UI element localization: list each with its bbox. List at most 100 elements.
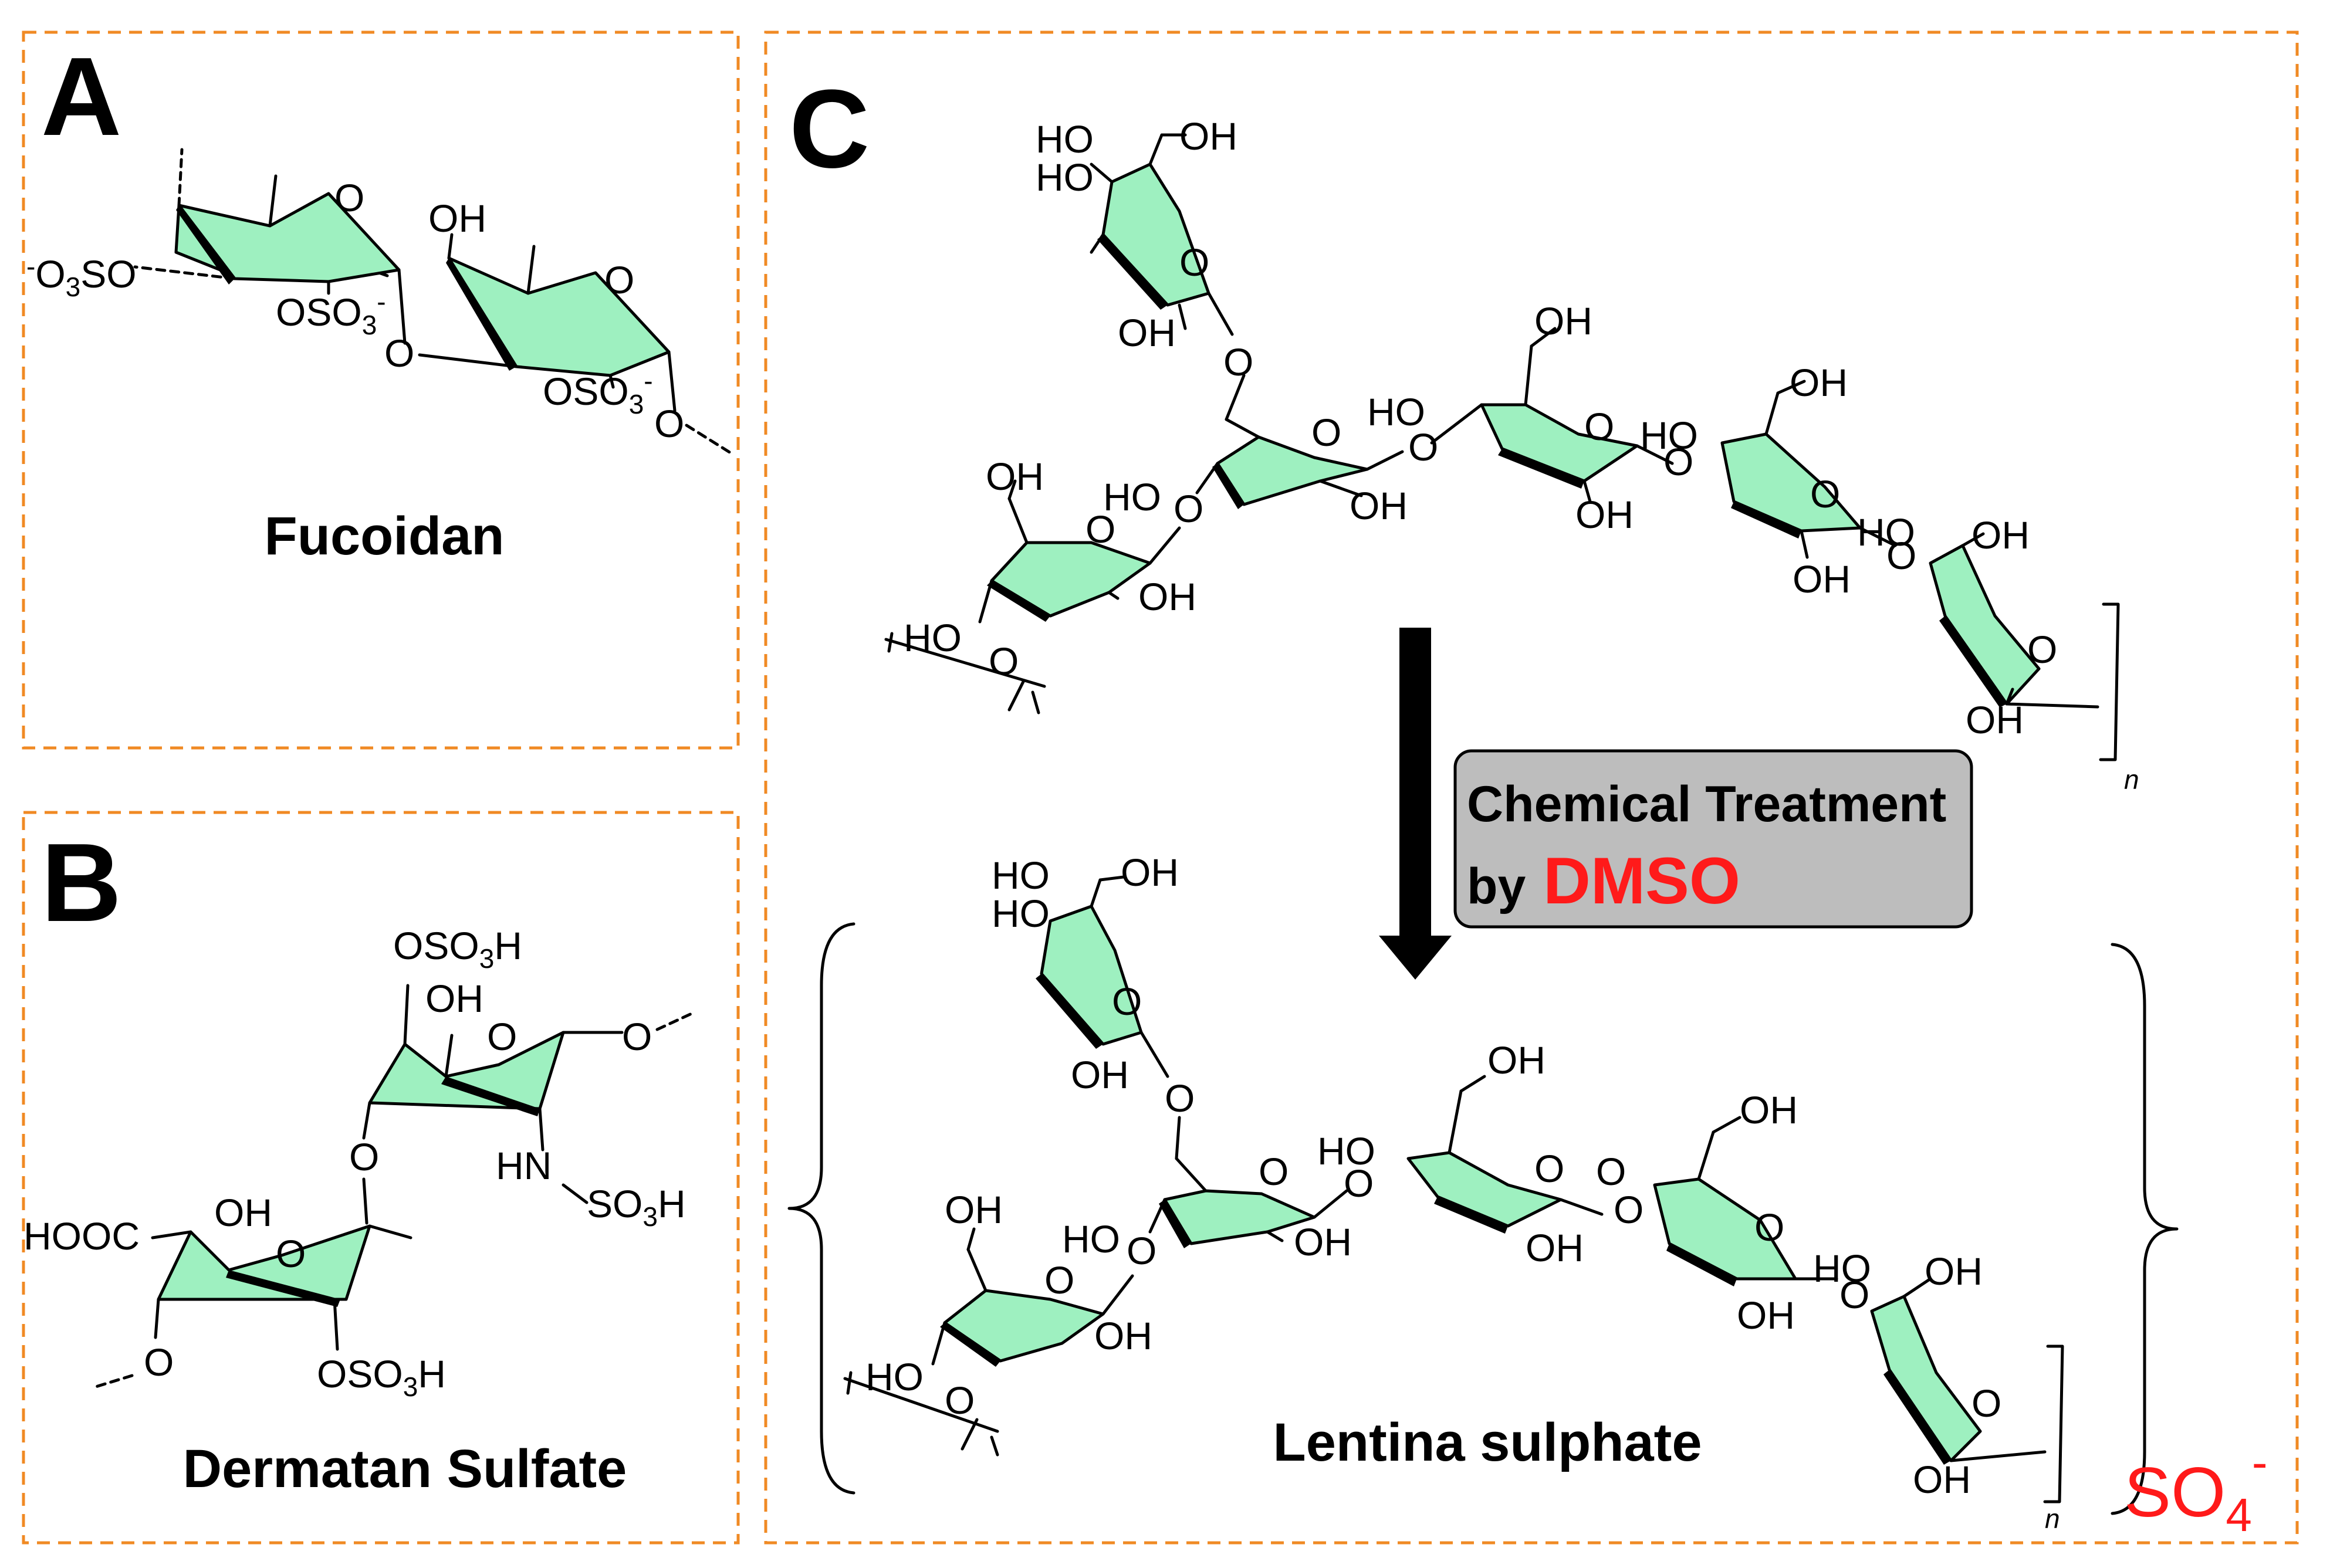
atom-label: OH bbox=[1138, 575, 1196, 618]
reagent-dmso: DMSO bbox=[1543, 844, 1740, 917]
atom-label: OH bbox=[1294, 1220, 1352, 1264]
atom-label: HO bbox=[1062, 1217, 1120, 1261]
lentina-sulphate-atom-labels: HO OH HO O OH O O OH HO O OH O OH HO O O… bbox=[865, 851, 2060, 1534]
atom-label: OH bbox=[1487, 1038, 1546, 1082]
o-link-b-right: O bbox=[622, 1015, 652, 1058]
o-ring-2: O bbox=[604, 258, 634, 302]
compound-label-lentina-sulphate: Lentina sulphate bbox=[1273, 1413, 1702, 1472]
so3h-label: SO3H bbox=[587, 1182, 686, 1232]
atom-label: OH bbox=[1094, 1314, 1152, 1357]
atom-label: OH bbox=[1575, 493, 1634, 536]
atom-label: O bbox=[1127, 1229, 1156, 1272]
atom-label: O bbox=[1810, 472, 1840, 516]
oso3-label-1: OSO3- bbox=[276, 286, 386, 340]
o-ring-b-bottom: O bbox=[276, 1232, 306, 1275]
compound-label-dermatan: Dermatan Sulfate bbox=[183, 1439, 627, 1499]
atom-label: O bbox=[1663, 440, 1693, 483]
atom-label: OH bbox=[1179, 114, 1237, 158]
atom-label: OH bbox=[1118, 311, 1176, 354]
atom-label: O bbox=[2027, 628, 2057, 671]
atom-label: O bbox=[1223, 340, 1253, 384]
panel-b-letter: B bbox=[41, 821, 121, 945]
dermatan-sulfate-structure: OSO3H OH O O HN SO3H O HOOC OH O O OSO3H bbox=[23, 924, 697, 1402]
atom-label: O bbox=[1344, 1161, 1374, 1205]
repeat-n-upper: n bbox=[2124, 764, 2139, 795]
atom-label: OH bbox=[1071, 1053, 1129, 1096]
atom-label: O bbox=[945, 1379, 975, 1422]
repeat-n-lower: n bbox=[2045, 1503, 2060, 1534]
atom-label: O bbox=[1112, 980, 1142, 1023]
lower-side-glucose bbox=[1040, 905, 1143, 1046]
sulfate-group-label: SO4- bbox=[2124, 1436, 2268, 1541]
o-link-b-mid: O bbox=[349, 1135, 379, 1178]
atom-label: O bbox=[1614, 1188, 1643, 1231]
reagent-line-2-prefix: by bbox=[1467, 858, 1526, 915]
atom-label: OH bbox=[1971, 513, 2030, 557]
panel-c-frame bbox=[764, 31, 2299, 1545]
hooc-label: HOOC bbox=[23, 1214, 140, 1258]
oh-label-a: OH bbox=[428, 197, 486, 240]
atom-label: O bbox=[1179, 241, 1209, 284]
atom-label: OH bbox=[1526, 1226, 1584, 1269]
atom-label: O bbox=[1044, 1258, 1074, 1302]
atom-label: O bbox=[1165, 1076, 1195, 1120]
atom-label: HO bbox=[865, 1355, 924, 1398]
o-link-1: O bbox=[384, 331, 414, 375]
atom-label: HO bbox=[1317, 1129, 1375, 1173]
oso3h-top: OSO3H bbox=[393, 924, 522, 974]
atom-label: OH bbox=[1966, 698, 2024, 741]
atom-label: HO bbox=[904, 616, 962, 659]
o-ring-b-top: O bbox=[487, 1015, 517, 1058]
atom-label: OH bbox=[1790, 361, 1848, 404]
atom-label: OH bbox=[986, 455, 1044, 498]
atom-label: HO bbox=[1367, 390, 1425, 434]
atom-label: O bbox=[1971, 1381, 2001, 1425]
atom-label: OH bbox=[1793, 557, 1851, 601]
atom-label: HO bbox=[1036, 117, 1094, 161]
atom-label: O bbox=[1596, 1150, 1626, 1193]
atom-label: HO bbox=[1640, 414, 1698, 457]
compound-label-fucoidan: Fucoidan bbox=[265, 506, 505, 566]
upper-main-glucose-0 bbox=[990, 541, 1152, 618]
panel-c-letter: C bbox=[789, 67, 870, 191]
atom-label: OH bbox=[1925, 1249, 1983, 1293]
oh-b-bottom: OH bbox=[214, 1191, 272, 1234]
panel-a-letter: A bbox=[41, 35, 121, 159]
atom-label: O bbox=[1886, 534, 1916, 577]
upper-side-glucose bbox=[1101, 162, 1210, 307]
atom-label: HO bbox=[992, 854, 1050, 897]
atom-label: O bbox=[1085, 507, 1115, 551]
atom-label: O bbox=[1259, 1150, 1289, 1193]
atom-label: HO bbox=[1857, 510, 1915, 554]
atom-label: OH bbox=[1740, 1088, 1798, 1132]
fucose-ring-1 bbox=[177, 192, 401, 283]
o-link-2: O bbox=[654, 402, 684, 445]
panel-a-frame bbox=[22, 31, 740, 750]
atom-label: HO bbox=[992, 892, 1050, 935]
oso3h-bottom: OSO3H bbox=[317, 1352, 446, 1402]
atom-label: O bbox=[1584, 405, 1614, 448]
atom-label: O bbox=[1174, 487, 1203, 530]
oh-b-top: OH bbox=[425, 977, 483, 1020]
oso3-label-2: OSO3- bbox=[543, 365, 653, 419]
atom-label: OH bbox=[1534, 299, 1592, 343]
reagent-line-1: Chemical Treatment bbox=[1467, 776, 1946, 832]
atom-label: OH bbox=[945, 1188, 1003, 1231]
atom-label: O bbox=[1839, 1273, 1869, 1316]
lentinan-atom-labels: HO OH HO O OH O OH HO O O OH HO O OH O O… bbox=[904, 114, 2139, 795]
atom-label: OH bbox=[1913, 1458, 1971, 1501]
atom-label: O bbox=[1754, 1205, 1784, 1249]
hn-label: HN bbox=[496, 1144, 552, 1187]
lentinan-structure: HO OH HO O OH O OH HO O O OH HO O OH O O… bbox=[884, 114, 2139, 795]
lentina-sulphate-structure: HO OH HO O OH O O OH HO O OH O OH HO O O… bbox=[787, 851, 2179, 1534]
atom-label: HO bbox=[1103, 475, 1161, 519]
lower-main-glucose-1 bbox=[1163, 1189, 1316, 1245]
atom-label: HO bbox=[1813, 1247, 1871, 1290]
galnac-ring bbox=[368, 1031, 565, 1110]
atom-label: O bbox=[1408, 425, 1438, 469]
atom-label: O bbox=[1534, 1147, 1564, 1190]
o3so-label: -O3SO bbox=[26, 251, 137, 302]
atom-label: OH bbox=[1737, 1293, 1795, 1337]
panel-b-frame bbox=[22, 811, 740, 1545]
